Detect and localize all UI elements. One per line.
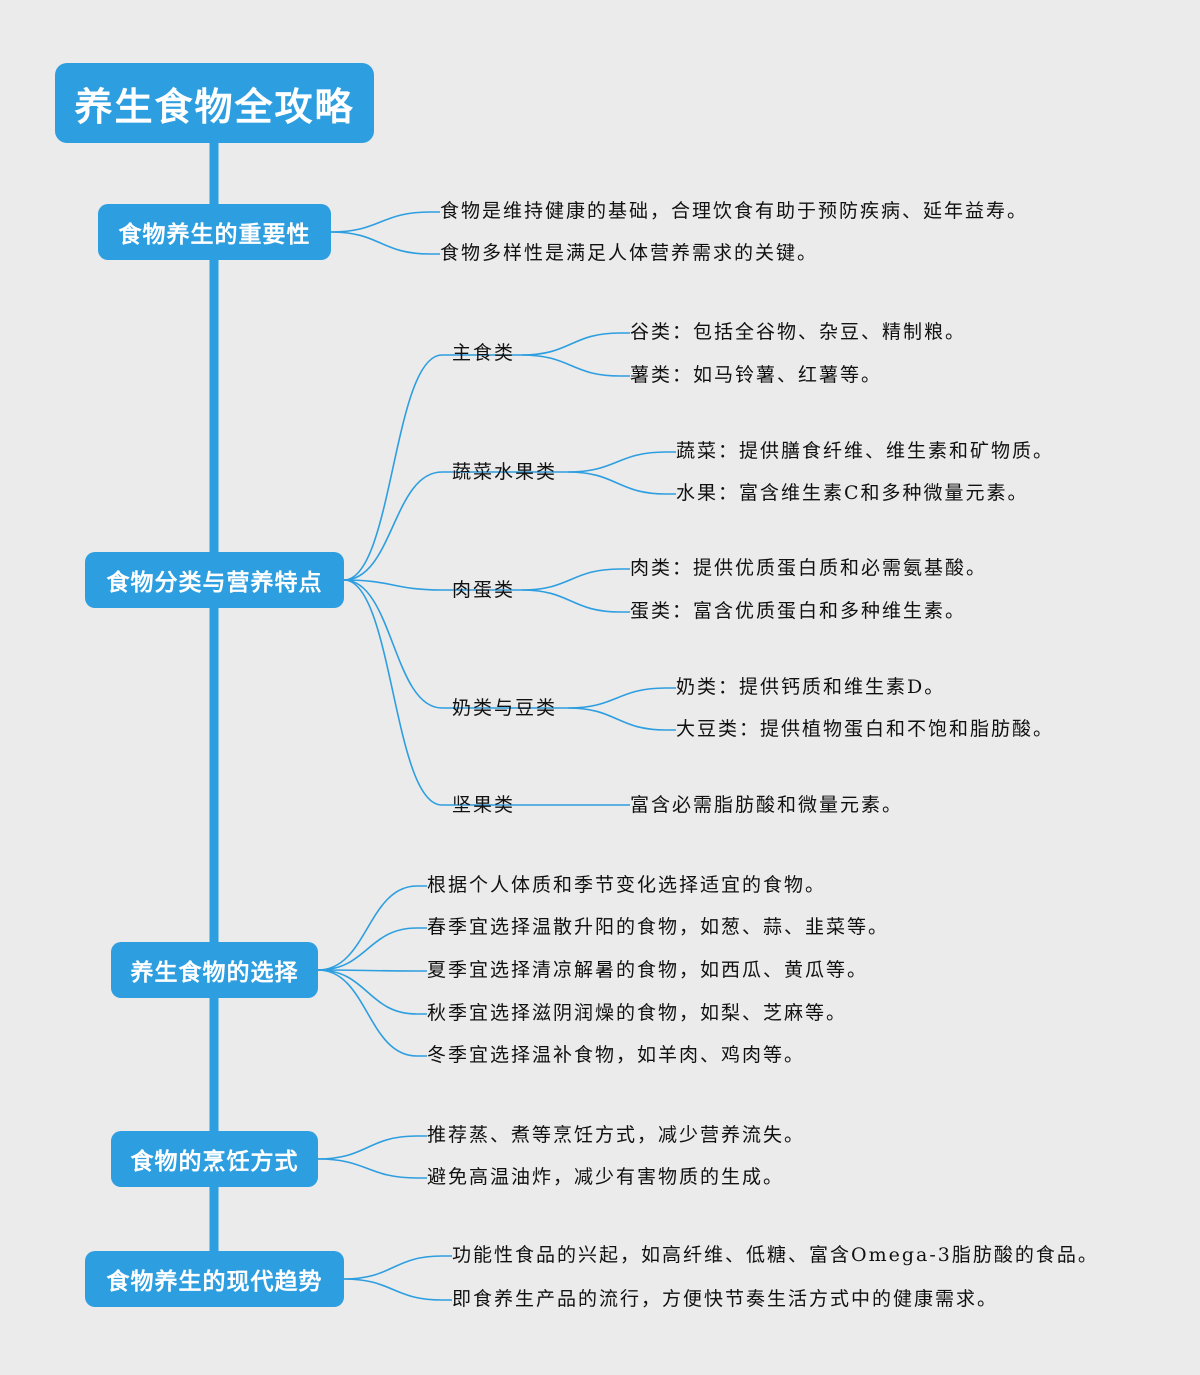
connector-selection-2 bbox=[317, 927, 427, 971]
connector-selection-1 bbox=[317, 885, 427, 971]
leaf-cooking-2: 避免高温油炸，减少有害物质的生成。 bbox=[427, 1166, 785, 1188]
connector-subgroup-4 bbox=[343, 579, 568, 709]
connector-milk-bean-1 bbox=[567, 687, 676, 709]
category-selection: 养生食物的选择 bbox=[111, 942, 318, 998]
subgroup-nuts: 坚果类 bbox=[452, 794, 516, 816]
connector-importance-2 bbox=[330, 231, 440, 255]
connector-subgroup-1 bbox=[343, 354, 522, 581]
connector-veg-fruit-2 bbox=[567, 471, 676, 495]
leaf-veg-fruit-1: 蔬菜：提供膳食纤维、维生素和矿物质。 bbox=[676, 440, 1055, 462]
leaf-trends-1: 功能性食品的兴起，如高纤维、低糖、富含Omega-3脂肪酸的食品。 bbox=[452, 1244, 1099, 1266]
leaf-milk-bean-1: 奶类：提供钙质和维生素D。 bbox=[676, 676, 946, 698]
connector-cooking-1 bbox=[317, 1135, 427, 1160]
leaf-milk-bean-2: 大豆类：提供植物蛋白和不饱和脂肪酸。 bbox=[676, 718, 1055, 740]
leaf-importance-1: 食物是维持健康的基础，合理饮食有助于预防疾病、延年益寿。 bbox=[440, 200, 1029, 222]
connector-milk-bean-2 bbox=[567, 707, 676, 731]
leaf-trends-2: 即食养生产品的流行，方便快节奏生活方式中的健康需求。 bbox=[452, 1288, 999, 1310]
connector-trends-1 bbox=[343, 1255, 452, 1280]
leaf-selection-5: 冬季宜选择温补食物，如羊肉、鸡肉等。 bbox=[427, 1044, 806, 1066]
subgroup-milk-bean: 奶类与豆类 bbox=[452, 697, 558, 719]
leaf-selection-4: 秋季宜选择滋阴润燥的食物，如梨、芝麻等。 bbox=[427, 1002, 848, 1024]
connector-selection-5 bbox=[317, 969, 427, 1057]
connector-staple-1 bbox=[521, 332, 630, 356]
leaf-staple-1: 谷类：包括全谷物、杂豆、精制粮。 bbox=[630, 321, 967, 343]
connector-selection-4 bbox=[317, 969, 427, 1015]
leaf-selection-3: 夏季宜选择清凉解暑的食物，如西瓜、黄瓜等。 bbox=[427, 959, 869, 981]
connector-staple-2 bbox=[521, 354, 630, 377]
category-classification: 食物分类与营养特点 bbox=[85, 552, 344, 608]
connector-meat-egg-2 bbox=[521, 589, 630, 613]
leaf-selection-2: 春季宜选择温散升阳的食物，如葱、蒜、韭菜等。 bbox=[427, 916, 890, 938]
leaf-veg-fruit-2: 水果：富含维生素C和多种微量元素。 bbox=[676, 482, 1029, 504]
connector-trends-2 bbox=[343, 1278, 452, 1301]
subgroup-staple: 主食类 bbox=[452, 342, 516, 364]
leaf-staple-2: 薯类：如马铃薯、红薯等。 bbox=[630, 364, 883, 386]
connector-meat-egg-1 bbox=[521, 568, 630, 591]
connector-importance-1 bbox=[330, 211, 440, 233]
leaf-selection-1: 根据个人体质和季节变化选择适宜的食物。 bbox=[427, 874, 827, 896]
connector-subgroup-3 bbox=[343, 579, 522, 591]
category-importance: 食物养生的重要性 bbox=[98, 204, 331, 260]
connector-subgroup-2 bbox=[343, 471, 568, 581]
connector-selection-3 bbox=[317, 969, 427, 972]
leaf-cooking-1: 推荐蒸、煮等烹饪方式，减少营养流失。 bbox=[427, 1124, 806, 1146]
connector-cooking-2 bbox=[317, 1158, 427, 1179]
category-cooking: 食物的烹饪方式 bbox=[111, 1131, 318, 1187]
leaf-meat-egg-2: 蛋类：富含优质蛋白和多种维生素。 bbox=[630, 600, 967, 622]
subgroup-veg-fruit: 蔬菜水果类 bbox=[452, 461, 558, 483]
leaf-meat-egg-1: 肉类：提供优质蛋白质和必需氨基酸。 bbox=[630, 557, 988, 579]
category-trends: 食物养生的现代趋势 bbox=[85, 1251, 344, 1307]
connector-veg-fruit-1 bbox=[567, 451, 676, 473]
leaf-nuts-1: 富含必需脂肪酸和微量元素。 bbox=[630, 794, 904, 816]
connector-subgroup-5 bbox=[343, 579, 522, 806]
leaf-importance-2: 食物多样性是满足人体营养需求的关键。 bbox=[440, 242, 819, 264]
subgroup-meat-egg: 肉蛋类 bbox=[452, 579, 516, 601]
root-title: 养生食物全攻略 bbox=[55, 63, 374, 143]
